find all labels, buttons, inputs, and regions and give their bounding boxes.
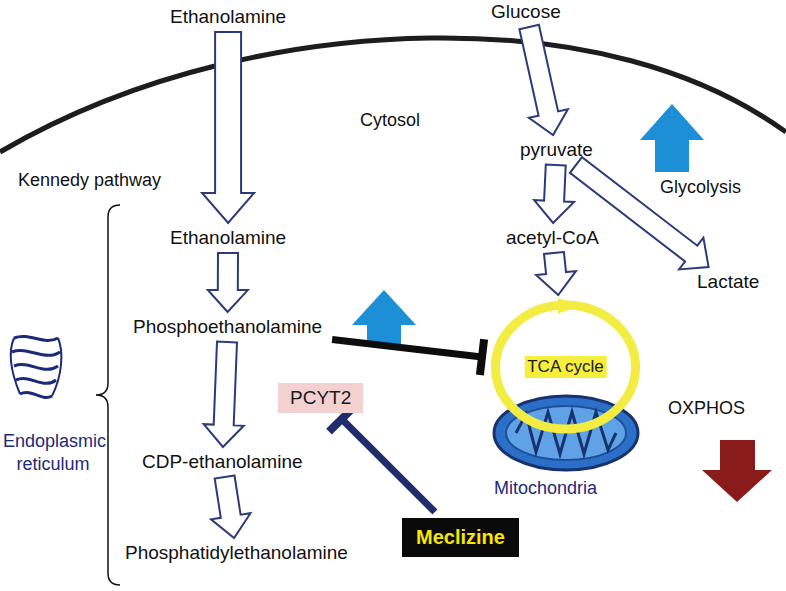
organelle-label: Endoplasmic reticulum	[3, 430, 103, 475]
node-text: PCYT2	[290, 387, 351, 408]
flow-arrow	[202, 32, 254, 223]
node-text: Glucose	[491, 1, 561, 22]
decrease-arrow	[702, 440, 772, 502]
node-text: Phosphoethanolamine	[133, 316, 322, 337]
node-text: Phosphatidylethanolamine	[125, 542, 348, 563]
pathway-label: Kennedy pathway	[18, 170, 161, 191]
flow-arrow	[519, 25, 568, 135]
metabolite: pyruvate	[516, 138, 597, 162]
node-text: Ethanolamine	[170, 227, 286, 248]
metabolite: Ethanolamine	[166, 5, 290, 29]
node-text: Meclizine	[416, 526, 505, 548]
node-text: Ethanolamine	[170, 6, 286, 27]
flow-arrow	[211, 476, 251, 539]
enzyme-box: PCYT2	[278, 383, 363, 413]
metabolite: Lactate	[693, 270, 763, 294]
compartment-label: Cytosol	[360, 110, 420, 131]
increase-arrow	[352, 290, 416, 346]
metabolite: Phosphoethanolamine	[129, 315, 326, 339]
process-label: OXPHOS	[668, 398, 745, 419]
flow-arrow	[536, 252, 576, 295]
metabolite: Ethanolamine	[166, 226, 290, 250]
increase-arrow	[640, 104, 704, 172]
flow-arrow	[534, 165, 574, 224]
inhibition-line	[332, 339, 484, 375]
node-text: acetyl-CoA	[506, 227, 599, 248]
metabolite: Glucose	[487, 0, 565, 24]
bracket	[96, 205, 120, 585]
organelle-label: Mitochondria	[494, 478, 597, 499]
metabolite: Phosphatidylethanolamine	[121, 541, 352, 565]
inhibition-line	[329, 406, 435, 512]
er-icon	[11, 336, 62, 397]
node-text: CDP-ethanolamine	[142, 451, 303, 472]
node-text: TCA cycle	[524, 356, 607, 378]
node-text: Lactate	[697, 271, 759, 292]
flow-arrow	[208, 253, 248, 312]
tca-cycle-circle: TCA cycle	[488, 298, 643, 436]
node-text: pyruvate	[520, 139, 593, 160]
flow-arrow	[570, 157, 709, 269]
metabolite: acetyl-CoA	[502, 226, 603, 250]
metabolite: CDP-ethanolamine	[138, 450, 307, 474]
drug-box: Meclizine	[402, 518, 519, 557]
flow-arrow	[204, 342, 244, 447]
process-label: Glycolysis	[660, 177, 741, 198]
